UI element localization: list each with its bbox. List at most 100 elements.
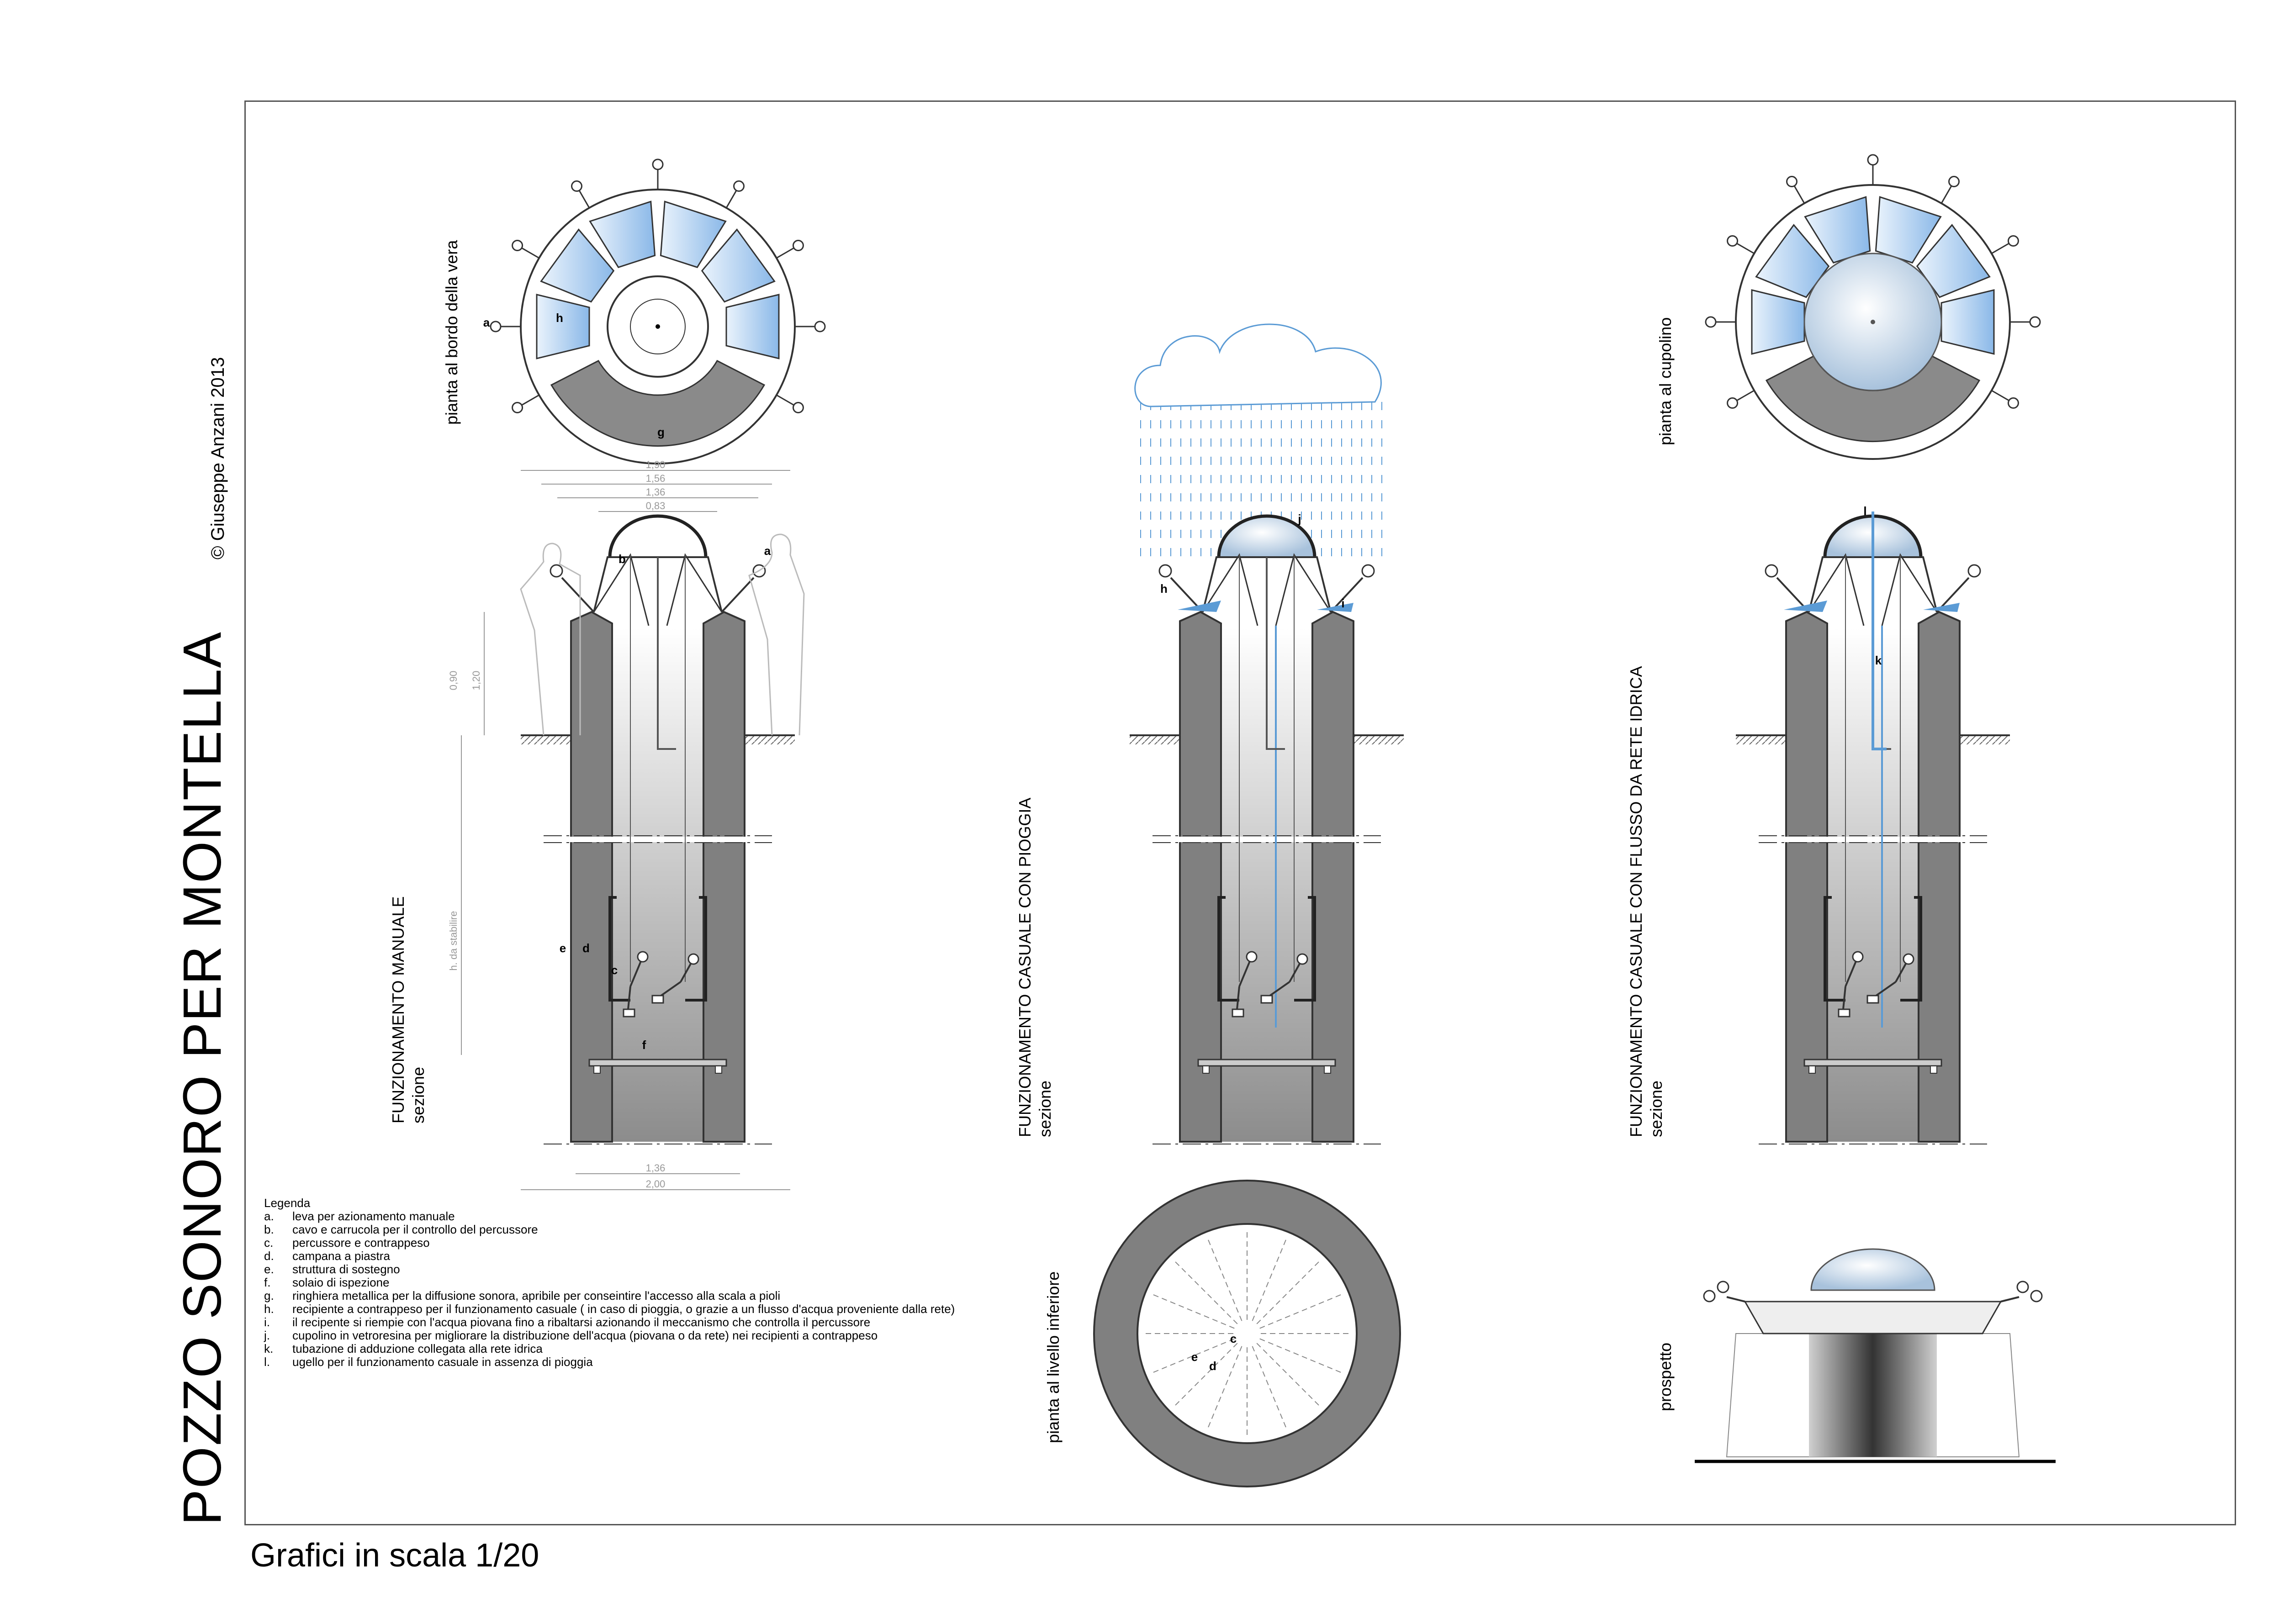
percussor: [1236, 959, 1252, 1010]
letter-mark: g: [657, 425, 665, 439]
plan-lever: [1793, 185, 1805, 204]
legend-key: e.: [264, 1262, 274, 1276]
legend-item: d.campana a piastra: [264, 1250, 1046, 1263]
legend-item: i.il recipente si riempie con l'acqua pi…: [264, 1316, 1046, 1329]
plan-lever-knob: [733, 180, 745, 192]
percussor: [1842, 959, 1858, 1010]
lever-knob: [1765, 564, 1778, 578]
dome-section: [608, 514, 708, 558]
plan-lever-knob: [2007, 397, 2019, 409]
section-drawing: [1130, 514, 1404, 1144]
section-drawing: [520, 514, 805, 1144]
ghost-figure-left: [520, 543, 581, 736]
legend-key: c.: [264, 1236, 274, 1250]
water-recipient: [1178, 601, 1221, 612]
legend-item: e.struttura di sostegno: [264, 1263, 1046, 1276]
plan-lever-knob: [512, 240, 523, 251]
plan-lever-knob: [512, 402, 523, 413]
letter-mark: h: [556, 311, 563, 325]
legend-item: c. percussore e contrappeso: [264, 1236, 1046, 1250]
legend-key: l.: [264, 1355, 270, 1369]
ghost-figure-right: [748, 533, 805, 736]
legend-key: d.: [264, 1249, 274, 1263]
lever-knob: [1158, 564, 1172, 578]
legend-item: l.ugello per il funzionamento casuale in…: [264, 1355, 1046, 1369]
letter-mark: f: [642, 1038, 646, 1052]
counterweight: [1866, 995, 1879, 1004]
legend-item: a.leva per azionamento manuale: [264, 1210, 1046, 1223]
plan-lever: [1736, 390, 1755, 401]
plan-petal: [589, 200, 656, 269]
letter-mark: a: [764, 544, 771, 558]
plan-rim-grille: [550, 360, 766, 447]
plan-lever: [521, 247, 539, 259]
elevation-view: [1695, 1248, 2056, 1463]
scale-note: Grafici in scala 1/20: [250, 1537, 539, 1574]
lower-plan-spoke: [1150, 1338, 1235, 1374]
letter-mark: h: [1160, 582, 1168, 596]
legend-item: h.recipiente a contrappeso per il funzio…: [264, 1302, 1046, 1316]
dimension-label: 1,90: [646, 459, 666, 470]
letter-mark: a: [483, 316, 490, 329]
water-recipient: [1784, 601, 1827, 612]
letter-mark: c: [1230, 1332, 1237, 1345]
lever-knob: [550, 564, 563, 578]
legend-key: b.: [264, 1223, 274, 1236]
lever-knob: [1967, 564, 1981, 578]
lever-arm: [561, 577, 755, 613]
legend-item: k.tubazione di adduzione collegata alla …: [264, 1342, 1046, 1355]
lower-plan-spoke: [1150, 1293, 1235, 1329]
legend-key: g.: [264, 1289, 274, 1302]
plan-lever: [1736, 243, 1755, 254]
dimension-label: 2,00: [646, 1178, 666, 1190]
letter-mark: l: [1863, 504, 1866, 518]
plan-lever-knob: [792, 240, 804, 251]
dimension-label: 1,56: [646, 473, 666, 484]
plan-lower-view: [1093, 1180, 1401, 1487]
lower-plan-spoke: [1252, 1236, 1288, 1321]
plan-lever: [1991, 243, 2010, 254]
letter-mark: d: [582, 941, 590, 955]
plan-lever: [725, 190, 737, 208]
percussor: [627, 959, 643, 1010]
cable-rod: [657, 557, 676, 750]
plan-lever-knob: [1867, 154, 1879, 166]
lower-plan-spoke: [1259, 1293, 1344, 1329]
inspection-floor: [588, 1059, 727, 1067]
plan-lever: [776, 247, 795, 259]
dimension-label: 1,36: [646, 1162, 666, 1174]
elevation-canopy: [1744, 1301, 2002, 1334]
legend-item: f. solaio di ispezione: [264, 1276, 1046, 1289]
legend-key: j.: [264, 1329, 270, 1342]
legend-item: g.ringhiera metallica per la diffusione …: [264, 1289, 1046, 1302]
lever-knob: [1361, 564, 1375, 578]
plan-lever-knob: [792, 402, 804, 413]
plan-lever-knob: [1705, 316, 1717, 328]
counterweight: [651, 995, 664, 1004]
counterweight: [1260, 995, 1273, 1004]
plan-petal: [660, 200, 727, 269]
lower-plan-spoke: [1172, 1343, 1238, 1408]
legend-text: solaio di ispezione: [292, 1276, 390, 1289]
legend-text: percussore e contrappeso: [292, 1236, 430, 1250]
plan-lever-knob: [1727, 235, 1739, 247]
letter-mark: c: [611, 963, 618, 977]
plan-lever: [1991, 390, 2010, 401]
right-wall: [703, 611, 745, 1143]
plan-lever-knob: [1727, 397, 1739, 409]
rain-cloud: [1134, 323, 1389, 557]
lower-plan-spoke: [1256, 1259, 1322, 1324]
bell-plate: [1294, 896, 1316, 1002]
water-recipient: [1923, 603, 1960, 612]
legend-key: f.: [264, 1276, 271, 1289]
plan-lever: [776, 394, 795, 406]
letter-mark: b: [619, 552, 626, 566]
elevation-bars: [1809, 1334, 1937, 1457]
letter-mark: e: [560, 941, 566, 955]
bell-plate: [685, 896, 707, 1002]
legend-title: Legenda: [264, 1196, 311, 1210]
elevation-dome: [1810, 1248, 1935, 1291]
plan-petal: [725, 294, 780, 359]
letter-mark: d: [1209, 1359, 1216, 1373]
